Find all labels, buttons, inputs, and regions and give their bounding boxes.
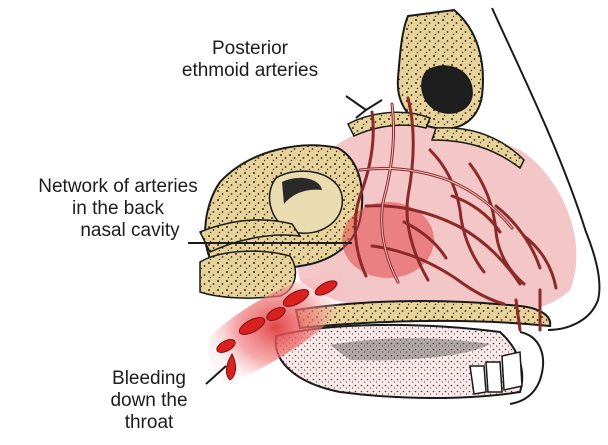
posterior-label-line-1: Posterior xyxy=(140,38,360,60)
bleeding-label-line-1: Bleeding xyxy=(84,368,214,390)
frontal-sinus xyxy=(422,66,472,113)
network-label-line-2: in the back xyxy=(0,198,236,220)
bleeding-down-throat-label: Bleeding down the throat xyxy=(84,368,214,434)
network-label-line-1: Network of arteries xyxy=(0,176,236,198)
posterior-label-line-2: ethmoid arteries xyxy=(140,60,360,82)
network-label-line-3: nasal cavity xyxy=(0,220,236,242)
bleeding-label-line-2: down the xyxy=(84,390,214,412)
network-of-arteries-label: Network of arteries in the back nasal ca… xyxy=(0,176,236,242)
bleeding-label-line-3: throat xyxy=(84,412,214,434)
posterior-ethmoid-arteries-label: Posterior ethmoid arteries xyxy=(140,38,360,82)
